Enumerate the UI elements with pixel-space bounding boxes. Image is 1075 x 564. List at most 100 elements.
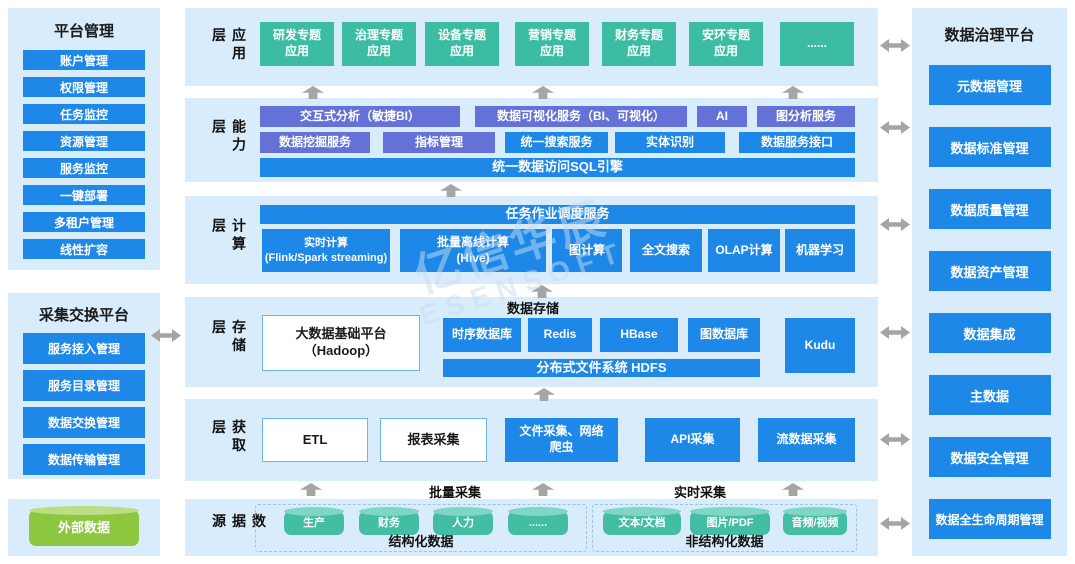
exchange-item-data-transfer: 数据传输管理 xyxy=(23,444,145,475)
double-arrow-icon xyxy=(880,39,910,52)
cap-box-ai: AI xyxy=(697,106,747,127)
capability-layer-label: 能力层 xyxy=(211,119,247,155)
stor-box-hadoop: 大数据基础平台（Hadoop） xyxy=(262,315,420,371)
external-data-label: 外部数据 xyxy=(57,520,110,535)
platform-item-scaling: 线性扩容 xyxy=(23,239,145,259)
comp-box-olap: OLAP计算 xyxy=(708,229,780,272)
stor-box-hbase: HBase xyxy=(600,318,678,352)
capability-layer: 能力层 交互式分析（敏捷BI） 数据可视化服务（BI、可视化） AI 图分析服务… xyxy=(185,98,878,182)
comp-box-fulltext-search: 全文搜索 xyxy=(630,229,702,272)
source-cylinder-image-pdf: 图片/PDF xyxy=(690,507,770,535)
acq-box-file-crawler: 文件采集、网络爬虫 xyxy=(505,418,618,462)
cap-bar-sql-engine: 统一数据访问SQL引擎 xyxy=(260,158,855,177)
double-arrow-icon xyxy=(880,517,910,530)
acq-box-report-collection: 报表采集 xyxy=(380,418,487,462)
platform-item-account: 账户管理 xyxy=(23,50,145,70)
up-arrow-icon xyxy=(300,483,322,496)
platform-item-service-monitor: 服务监控 xyxy=(23,158,145,178)
application-layer: 应用层 研发专题应用 治理专题应用 设备专题应用 营销专题应用 财务专题应用 安… xyxy=(185,8,878,86)
cap-box-indicator: 指标管理 xyxy=(383,132,495,153)
governance-item-quality: 数据质量管理 xyxy=(928,189,1051,229)
app-box-rnd: 研发专题应用 xyxy=(260,22,334,66)
governance-item-master-data: 主数据 xyxy=(928,375,1051,415)
computing-layer: 计算层 任务作业调度服务 实时计算 (Flink/Spark streaming… xyxy=(185,196,878,284)
cap-box-interactive-analysis: 交互式分析（敏捷BI） xyxy=(260,106,460,127)
app-box-equipment: 设备专题应用 xyxy=(425,22,499,66)
governance-item-metadata: 元数据管理 xyxy=(928,65,1051,105)
governance-item-security: 数据安全管理 xyxy=(928,437,1051,477)
double-arrow-icon xyxy=(151,329,181,342)
platform-item-resource: 资源管理 xyxy=(23,131,145,151)
computing-layer-label: 计算层 xyxy=(211,218,247,254)
stor-box-timeseries-db: 时序数据库 xyxy=(443,318,521,352)
app-box-finance: 财务专题应用 xyxy=(602,22,676,66)
external-data-box: 外部数据 xyxy=(8,499,160,556)
collection-exchange-title: 采集交换平台 xyxy=(38,307,129,324)
exchange-item-service-access: 服务接入管理 xyxy=(23,333,145,364)
source-cylinder-audio-video: 音频/视频 xyxy=(783,507,847,535)
comp-box-graph: 图计算 xyxy=(552,229,622,272)
acq-box-stream-collection: 流数据采集 xyxy=(758,418,855,462)
structured-data-group: 生产 财务 人力 ...... 结构化数据 xyxy=(255,504,587,552)
exchange-item-service-catalog: 服务目录管理 xyxy=(23,370,145,401)
comp-box-batch-offline: 批量离线计算 (Hive) xyxy=(400,229,546,272)
app-box-governance: 治理专题应用 xyxy=(342,22,416,66)
governance-item-asset: 数据资产管理 xyxy=(928,251,1051,291)
stor-bar-hdfs: 分布式文件系统 HDFS xyxy=(443,359,760,377)
comp-bar-scheduler: 任务作业调度服务 xyxy=(260,205,855,224)
cap-box-data-service-api: 数据服务接口 xyxy=(739,132,855,153)
exchange-item-data-exchange: 数据交换管理 xyxy=(23,407,145,438)
realtime-collection-label: 实时采集 xyxy=(673,485,726,500)
app-box-more: ...... xyxy=(780,22,854,66)
app-box-safety: 安环专题应用 xyxy=(689,22,763,66)
stor-box-kudu: Kudu xyxy=(785,318,855,373)
platform-item-deploy: 一键部署 xyxy=(23,185,145,205)
platform-item-permission: 权限管理 xyxy=(23,77,145,97)
governance-item-lifecycle: 数据全生命周期管理 xyxy=(928,499,1051,539)
double-arrow-icon xyxy=(880,121,910,134)
data-governance-panel: 数据治理平台 元数据管理 数据标准管理 数据质量管理 数据资产管理 数据集成 主… xyxy=(912,8,1067,556)
platform-item-task-monitor: 任务监控 xyxy=(23,104,145,124)
up-arrow-icon xyxy=(782,483,804,496)
governance-item-standard: 数据标准管理 xyxy=(928,127,1051,167)
cap-box-graph-analysis: 图分析服务 xyxy=(757,106,855,127)
application-layer-label: 应用层 xyxy=(211,27,247,64)
cap-box-entity-recognition: 实体识别 xyxy=(615,132,725,153)
stor-box-redis: Redis xyxy=(528,318,592,352)
acq-box-api-collection: API采集 xyxy=(645,418,740,462)
batch-collection-label: 批量采集 xyxy=(428,485,481,500)
external-data-cylinder: 外部数据 xyxy=(29,506,139,546)
storage-layer-label: 存储层 xyxy=(211,319,247,356)
acquisition-layer-label: 获取层 xyxy=(211,419,247,456)
platform-management-title: 平台管理 xyxy=(53,23,114,40)
source-cylinder-finance: 财务 xyxy=(359,507,419,535)
data-governance-title: 数据治理平台 xyxy=(944,27,1035,44)
structured-data-label: 结构化数据 xyxy=(388,534,454,549)
double-arrow-icon xyxy=(880,433,910,446)
source-cylinder-production: 生产 xyxy=(284,507,344,535)
governance-item-integration: 数据集成 xyxy=(928,313,1051,353)
source-cylinder-more: ...... xyxy=(508,507,568,535)
source-cylinder-text-doc: 文本/文档 xyxy=(603,507,681,535)
cap-box-unified-search: 统一搜索服务 xyxy=(505,132,608,153)
platform-item-multitenant: 多租户管理 xyxy=(23,212,145,232)
double-arrow-icon xyxy=(880,218,910,231)
acquisition-layer: 获取层 ETL 报表采集 文件采集、网络爬虫 API采集 流数据采集 xyxy=(185,399,878,481)
comp-box-machine-learning: 机器学习 xyxy=(785,229,855,272)
app-box-marketing: 营销专题应用 xyxy=(515,22,589,66)
up-arrow-icon xyxy=(532,483,554,496)
acq-box-etl: ETL xyxy=(262,418,368,462)
collection-exchange-panel: 采集交换平台 服务接入管理 服务目录管理 数据交换管理 数据传输管理 xyxy=(8,293,160,479)
comp-box-realtime: 实时计算 (Flink/Spark streaming) xyxy=(262,229,390,272)
stor-group-title: 数据存储 xyxy=(506,301,559,316)
unstructured-data-label: 非结构化数据 xyxy=(685,534,764,549)
cap-box-data-mining: 数据挖掘服务 xyxy=(260,132,370,153)
datasource-layer: 数据源 生产 财务 人力 ...... 结构化数据 文本/文档 图片/PDF 音… xyxy=(185,499,878,556)
platform-management-panel: 平台管理 账户管理 权限管理 任务监控 资源管理 服务监控 一键部署 多租户管理… xyxy=(8,8,160,270)
storage-layer: 存储层 大数据基础平台（Hadoop） 数据存储 时序数据库 Redis HBa… xyxy=(185,297,878,387)
cap-box-visualization: 数据可视化服务（BI、可视化） xyxy=(475,106,687,127)
unstructured-data-group: 文本/文档 图片/PDF 音频/视频 非结构化数据 xyxy=(592,504,857,552)
double-arrow-icon xyxy=(880,326,910,339)
stor-box-graph-db: 图数据库 xyxy=(688,318,760,352)
